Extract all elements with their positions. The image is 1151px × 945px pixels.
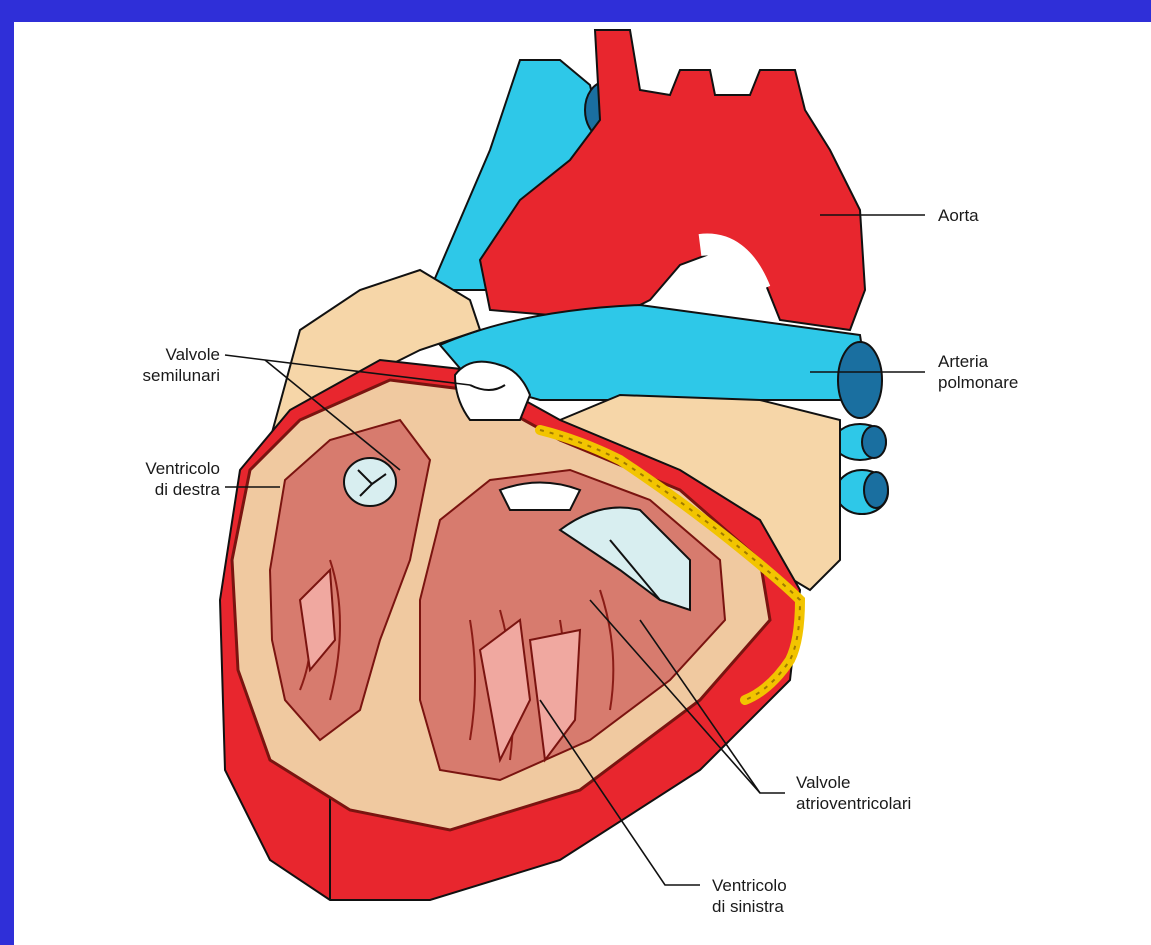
label-right-ventricle-line1: Ventricolo [76,458,220,479]
label-left-ventricle: Ventricolo di sinistra [712,875,787,917]
label-right-ventricle-line2: di destra [76,479,220,500]
label-pulmonary-artery-line1: Arteria [938,351,1018,372]
label-aorta: Aorta [938,205,979,226]
label-av-valves: Valvole atrioventricolari [796,772,911,814]
label-left-ventricle-line1: Ventricolo [712,875,787,896]
label-pulmonary-artery: Arteria polmonare [938,351,1018,393]
label-right-ventricle: Ventricolo di destra [76,458,220,500]
label-pulmonary-artery-line2: polmonare [938,372,1018,393]
white-membrane [500,483,580,511]
label-semilunar-valves-line2: semilunari [110,365,220,386]
pulmonary-valve-opening [344,458,396,506]
label-semilunar-valves: Valvole semilunari [110,344,220,386]
label-av-valves-line2: atrioventricolari [796,793,911,814]
label-semilunar-valves-line1: Valvole [110,344,220,365]
label-av-valves-line1: Valvole [796,772,911,793]
label-aorta-text: Aorta [938,206,979,225]
label-left-ventricle-line2: di sinistra [712,896,787,917]
